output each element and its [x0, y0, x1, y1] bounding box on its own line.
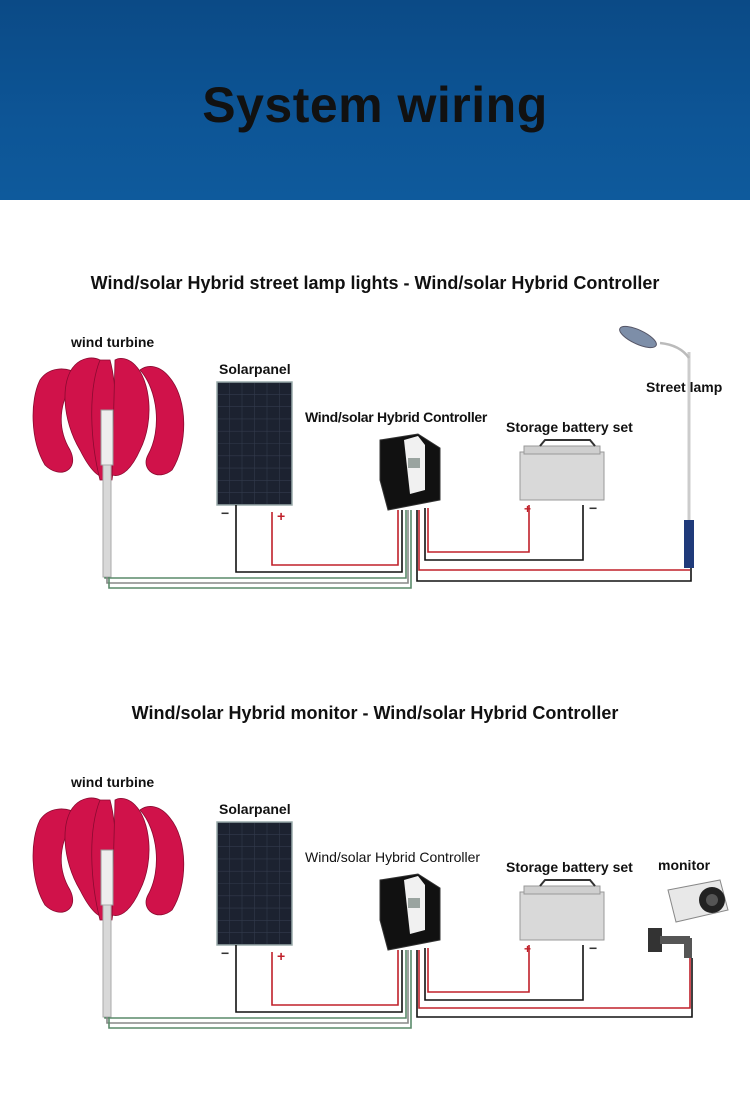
- security-camera-icon: [648, 879, 729, 958]
- battery-minus-terminal: −: [589, 500, 597, 516]
- turbine-blade: [139, 366, 185, 476]
- wind-turbine-icon: [32, 797, 185, 1018]
- label-controller: Wind/solar Hybrid Controller: [305, 849, 481, 865]
- hybrid-controller-icon: [379, 433, 441, 511]
- controller-display: [408, 898, 420, 908]
- camera-mount: [648, 928, 662, 952]
- wire-battery-positive: [427, 945, 530, 993]
- solar-plus-terminal: +: [277, 948, 285, 964]
- wire-turbine-2: [106, 510, 409, 584]
- solar-plus-terminal: +: [277, 508, 285, 524]
- wire-battery-negative: [424, 505, 584, 561]
- wire-solar-negative: [235, 945, 403, 1013]
- solar-minus-terminal: −: [221, 945, 229, 961]
- wiring-diagram-monitor: − + + −: [32, 797, 729, 1029]
- turbine-generator: [100, 409, 114, 466]
- solar-panel-icon: [216, 821, 293, 946]
- label-solar-panel: Solarpanel: [219, 801, 291, 817]
- battery-icon: [519, 879, 605, 941]
- wire-turbine-2: [106, 950, 409, 1024]
- battery-body: [519, 891, 605, 941]
- label-solar-panel: Solarpanel: [219, 361, 291, 377]
- camera-post: [684, 938, 692, 958]
- battery-handle: [539, 879, 596, 887]
- street-lamp-icon: [619, 325, 694, 568]
- label-battery: Storage battery set: [506, 419, 633, 435]
- wire-load-positive: [418, 950, 691, 1009]
- battery-lid: [523, 885, 601, 895]
- turbine-pole: [102, 904, 112, 1018]
- page-title: System wiring: [202, 77, 548, 133]
- lamp-base: [684, 520, 694, 568]
- label-wind-turbine: wind turbine: [71, 774, 155, 790]
- turbine-pole: [102, 464, 112, 578]
- wire-turbine-3: [108, 510, 412, 589]
- wire-solar-negative: [235, 505, 403, 573]
- wind-turbine-icon: [32, 357, 185, 578]
- wire-turbine-1: [104, 950, 407, 1019]
- section-title-street-lamp: Wind/solar Hybrid street lamp lights - W…: [90, 273, 660, 293]
- wire-turbine-3: [108, 950, 412, 1029]
- battery-handle: [539, 439, 596, 447]
- hybrid-controller-icon: [379, 873, 441, 951]
- turbine-blade: [139, 806, 185, 916]
- battery-icon: [519, 439, 605, 501]
- solar-panel-icon: [216, 381, 293, 506]
- controller-display: [408, 458, 420, 468]
- turbine-blade: [111, 798, 150, 916]
- turbine-generator: [100, 849, 114, 906]
- label-controller: Wind/solar Hybrid Controller: [305, 409, 488, 425]
- section-title-monitor: Wind/solar Hybrid monitor - Wind/solar H…: [131, 703, 619, 723]
- wire-load-negative: [416, 950, 693, 1018]
- header-banner: System wiring: [0, 0, 750, 200]
- wire-turbine-1: [104, 510, 407, 579]
- battery-plus-terminal: +: [524, 502, 531, 516]
- battery-lid: [523, 445, 601, 455]
- battery-plus-terminal: +: [524, 942, 531, 956]
- label-street-lamp: Street lamp: [646, 379, 723, 395]
- label-battery: Storage battery set: [506, 859, 633, 875]
- wire-load-positive: [418, 510, 690, 571]
- wire-battery-positive: [427, 505, 530, 553]
- camera-lens-inner: [706, 894, 718, 906]
- battery-minus-terminal: −: [589, 940, 597, 956]
- turbine-blade: [111, 358, 150, 476]
- wire-battery-negative: [424, 945, 584, 1001]
- camera-arm: [660, 936, 690, 944]
- solar-minus-terminal: −: [221, 505, 229, 521]
- wire-solar-positive: [271, 510, 399, 566]
- lamp-arm: [659, 341, 691, 359]
- wire-solar-positive: [271, 950, 399, 1006]
- battery-body: [519, 451, 605, 501]
- wiring-diagram-street-lamp: − + + −: [32, 325, 694, 589]
- wire-load-negative: [416, 510, 692, 582]
- label-monitor: monitor: [658, 857, 711, 873]
- label-wind-turbine: wind turbine: [71, 334, 155, 350]
- lamp-head: [619, 325, 657, 349]
